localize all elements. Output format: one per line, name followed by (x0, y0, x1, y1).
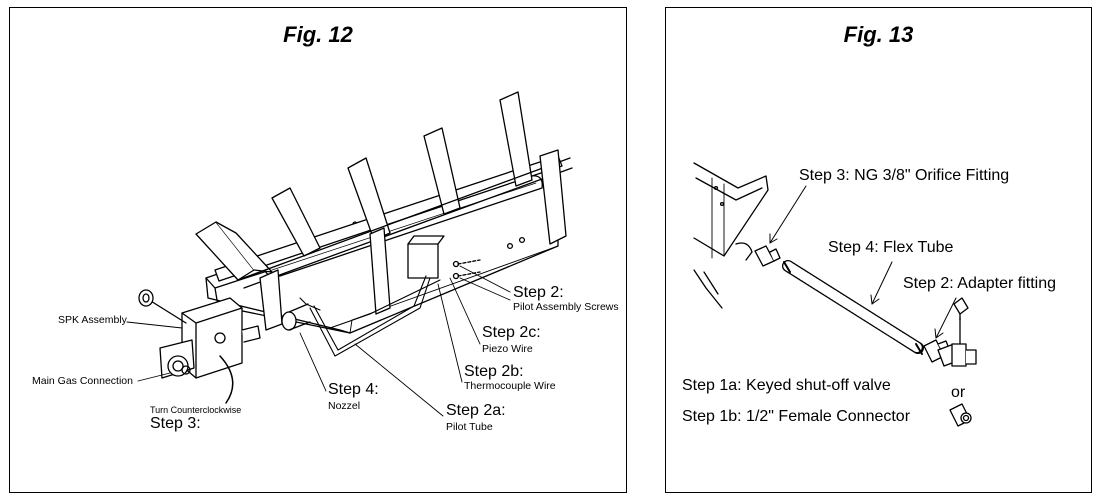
keyed-shutoff-valve (937, 297, 977, 367)
gas-connection-drawing (693, 162, 977, 427)
nozzle (281, 303, 311, 331)
label-step-2a: Step 2a: (446, 402, 506, 419)
figure-13-panel: Fig. 13 (665, 7, 1092, 493)
label-step-2c: Step 2c: (482, 324, 541, 341)
label-step-2-adapter-fitting: Step 2: Adapter fitting (903, 275, 1056, 292)
label-step-3-orifice-fitting: Step 3: NG 3/8" Orifice Fitting (799, 167, 1010, 184)
spk-valve-assembly (138, 289, 261, 404)
label-step-2b: Step 2b: (464, 363, 524, 380)
pilot-tubing (299, 275, 441, 357)
label-step-2: Step 2: (513, 284, 564, 301)
label-spk-assembly: SPK Assembly (58, 314, 127, 326)
leader-arrows (769, 185, 957, 339)
label-step-1a-shutoff-valve: Step 1a: Keyed shut-off valve (682, 377, 891, 394)
label-step-4-flex-tube: Step 4: Flex Tube (828, 239, 954, 256)
pilot-assembly (407, 235, 481, 280)
leader-lines (126, 265, 511, 417)
figure-13-title: Fig. 13 (843, 22, 914, 47)
log-grate (195, 91, 573, 331)
label-step-4: Step 4: (328, 381, 379, 398)
label-piezo-wire: Piezo Wire (482, 343, 533, 355)
label-main-gas-connection: Main Gas Connection (32, 375, 133, 387)
figure-12-title: Fig. 12 (283, 22, 353, 47)
orifice-fitting (754, 245, 781, 267)
label-turn-counterclockwise: Turn Counterclockwise (150, 405, 242, 415)
label-or: or (951, 384, 966, 401)
flex-tube (782, 260, 924, 355)
label-pilot-assembly-screws: Pilot Assembly Screws (513, 301, 619, 313)
label-step-1b-female-connector: Step 1b: 1/2" Female Connector (682, 408, 911, 425)
label-thermocouple-wire: Thermocouple Wire (464, 380, 556, 392)
female-connector (949, 403, 972, 427)
label-step-3: Step 3: (150, 415, 201, 432)
figure-12-panel: Fig. 12 (9, 7, 627, 493)
label-pilot-tube: Pilot Tube (446, 421, 493, 433)
label-nozzel: Nozzel (328, 400, 361, 412)
burner-assembly-drawing (126, 91, 573, 417)
burner-corner (693, 162, 769, 309)
